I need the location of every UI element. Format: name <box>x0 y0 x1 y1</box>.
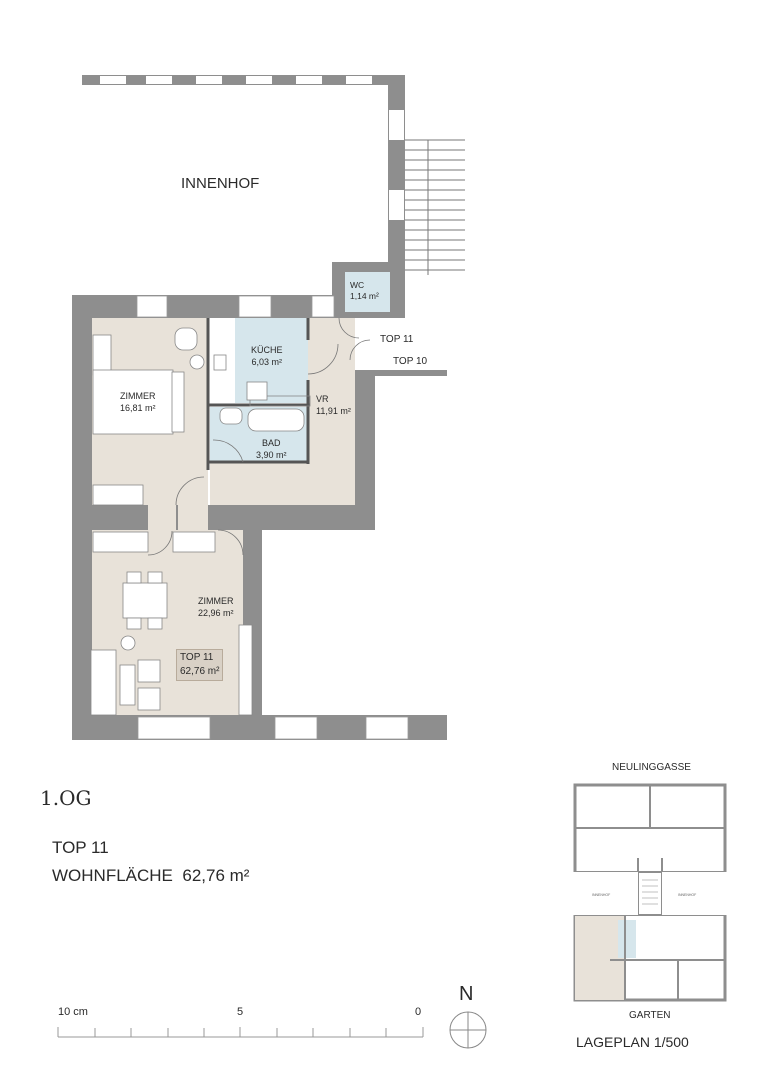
site-plan-innenhof-left: INNENHOF <box>592 893 610 897</box>
stairs <box>405 139 465 275</box>
scale-bar <box>57 1027 424 1038</box>
unit-box-label: TOP 11 <box>180 652 214 663</box>
room-wc <box>345 272 390 312</box>
unit-label: TOP 11 <box>52 838 109 857</box>
living-area-label: WOHNFLÄCHE <box>52 866 173 885</box>
scale-label-right: 0 <box>415 1006 422 1018</box>
site-plan-street: NEULINGGASSE <box>612 762 691 773</box>
door-opening <box>148 505 176 530</box>
room-label-vr: VR 11,91 m² <box>316 393 351 417</box>
site-plan-title: LAGEPLAN 1/500 <box>576 1034 689 1050</box>
living-area: WOHNFLÄCHE 62,76 m² <box>52 866 249 886</box>
site-plan-garden: GARTEN <box>629 1010 671 1021</box>
room-area: 6,03 m² <box>251 357 283 367</box>
room-area: 22,96 m² <box>198 608 234 618</box>
unit-box-area: 62,76 m² <box>180 666 220 677</box>
room-name: WC <box>350 280 365 290</box>
partitions <box>206 318 310 470</box>
furniture <box>90 327 311 716</box>
unit-area-box: TOP 11 62,76 m² <box>176 649 224 681</box>
door-opening <box>178 505 208 530</box>
room-name: BAD <box>262 438 281 448</box>
north-label: N <box>459 983 474 1005</box>
room-label-zimmer-1: ZIMMER 16,81 m² <box>120 390 156 414</box>
room-name: VR <box>316 394 329 404</box>
apartment-walls <box>72 295 447 740</box>
scale-label-mid: 5 <box>237 1006 244 1018</box>
scale-label-left: 10 cm <box>58 1006 88 1018</box>
room-name: ZIMMER <box>120 391 156 401</box>
room-area: 11,91 m² <box>316 406 351 416</box>
room-label-bad: BAD 3,90 m² <box>256 437 287 461</box>
courtyard-label: INNENHOF <box>181 175 260 192</box>
courtyard-windows <box>100 76 404 220</box>
room-area: 16,81 m² <box>120 403 156 413</box>
room-label-kueche: KÜCHE 6,03 m² <box>251 344 283 368</box>
room-area: 1,14 m² <box>350 291 379 301</box>
site-plan-map <box>570 783 728 1002</box>
room-label-wc: WC 1,14 m² <box>350 280 379 302</box>
site-plan-innenhof-right: INNENHOF <box>678 893 696 897</box>
room-name: ZIMMER <box>198 596 234 606</box>
room-label-zimmer-2: ZIMMER 22,96 m² <box>198 595 234 619</box>
room-zimmer-2 <box>92 530 243 715</box>
floor-label: 1.OG <box>40 786 92 810</box>
unit-tag-top10: TOP 10 <box>393 356 428 367</box>
living-area-value: 62,76 m² <box>182 866 250 885</box>
room-name: KÜCHE <box>251 345 283 355</box>
room-vr-corridor <box>210 462 355 505</box>
room-area: 3,90 m² <box>256 450 287 460</box>
north-arrow-icon <box>449 1011 487 1049</box>
windows <box>136 295 409 740</box>
unit-tag-top11: TOP 11 <box>380 334 414 345</box>
door-swings <box>147 317 371 556</box>
